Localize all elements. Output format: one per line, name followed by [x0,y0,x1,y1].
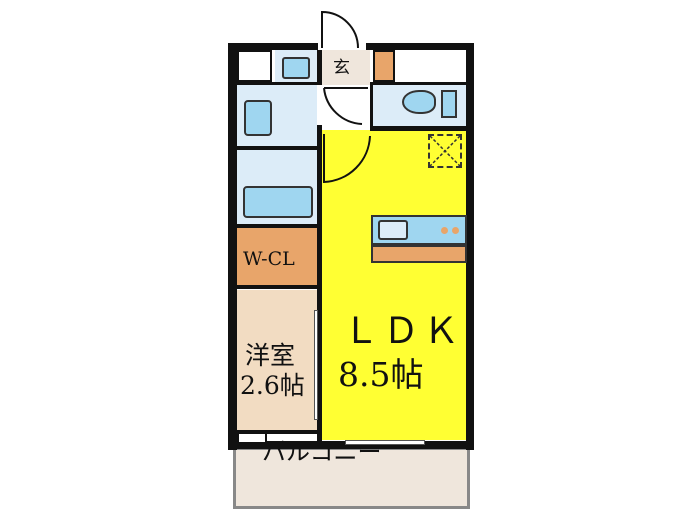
wall-toilet-left [370,82,373,127]
refrigerator-space-icon [428,134,462,168]
wall-bath-bottom [237,224,317,228]
western-sliding-door [314,310,318,420]
outer-wall-right [466,43,474,450]
western-room [237,290,317,430]
hall-door-icon [323,134,371,184]
outer-wall-bottom [228,441,474,449]
wall-wash-bottom [237,146,317,150]
outer-wall-left [228,43,237,450]
wall-wcl-bottom [237,285,317,289]
wall-wash-top [237,82,317,85]
bathtub-icon [243,186,313,218]
western-room-name: 洋室 [245,341,296,370]
western-closet-box [237,432,267,444]
washing-machine-icon [244,100,272,136]
stove-burner-icon [441,227,448,234]
wall-toilet-top [370,82,466,85]
entrance-label: 玄 [333,58,350,78]
wall-ldk-top [370,126,470,131]
entrance-shoe-box [373,50,395,82]
outer-wall-top-right [366,43,474,50]
stove-burner-icon [452,227,459,234]
toilet-icon [402,90,436,114]
toilet-tank-icon [441,90,457,118]
wall-wet-right [317,50,322,85]
ldk-name: ＬＤＫ [343,311,464,352]
wall-western-bottom [237,430,322,434]
western-room-size: 2.6帖 [240,371,305,400]
ldk-room [322,130,466,440]
walk-in-closet [237,228,317,286]
entrance-door-icon [321,10,359,49]
storage-top-left [237,50,272,82]
wcl-label: W-CL [243,248,295,270]
entrance-hall [322,50,370,85]
wall-ldk-left [317,125,322,445]
toilet-door-icon [323,87,368,125]
balcony-window [345,440,425,445]
washbasin-icon [282,57,310,79]
outer-wall-top [228,43,318,50]
kitchen-bar-counter [371,245,467,263]
ldk-size: 8.5帖 [338,355,424,394]
kitchen-sink-icon [378,220,408,240]
